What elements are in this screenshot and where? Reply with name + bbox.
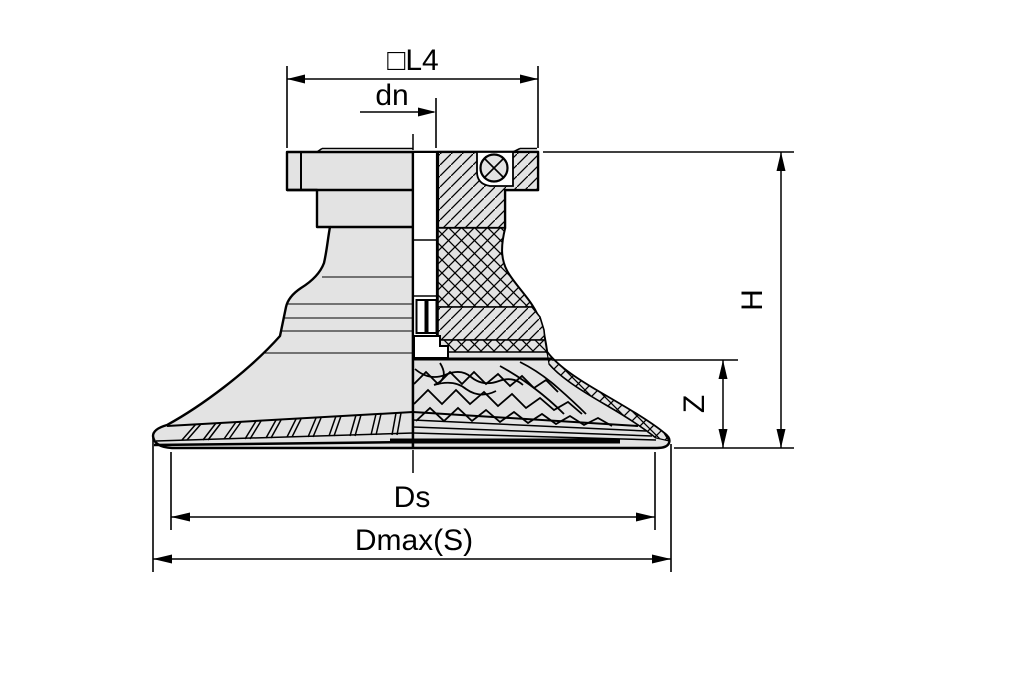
rubber-collar-section [437, 339, 548, 353]
top-plate-chamfer-right [512, 147, 521, 153]
cup-left-silhouette [151, 150, 415, 450]
insert-ring-section [437, 306, 546, 341]
dimension-dmax-label: Dmax(S) [355, 524, 473, 557]
dimension-l4 [286, 66, 539, 148]
dimension-l4-label: □L4 [387, 44, 439, 77]
o-ring-section [479, 153, 509, 183]
dimension-dn-label: dn [375, 79, 408, 112]
lip-radial-ribs [181, 412, 402, 441]
bell-wall-inner-edge [548, 363, 657, 439]
fitting-bore [413, 152, 449, 359]
dimension-z [552, 359, 738, 448]
top-plate-chamfer [316, 147, 323, 153]
dimension-ds-label: Ds [394, 481, 431, 514]
dimension-dmax [152, 436, 672, 572]
rubber-neck-section [437, 227, 533, 308]
dimension-ds [170, 452, 656, 530]
cup-external-view [151, 147, 415, 450]
dimension-z-label: Z [678, 395, 711, 413]
dimension-h-label: H [736, 289, 769, 311]
cup-section-view [390, 147, 671, 450]
lip-right-section-lines [390, 411, 657, 444]
dimension-h [543, 151, 794, 449]
lip-left-ribbed-band [153, 411, 414, 447]
bellows-interior-texture [413, 361, 613, 427]
dimension-dn [360, 98, 437, 148]
bell-contour-lines [265, 276, 413, 354]
